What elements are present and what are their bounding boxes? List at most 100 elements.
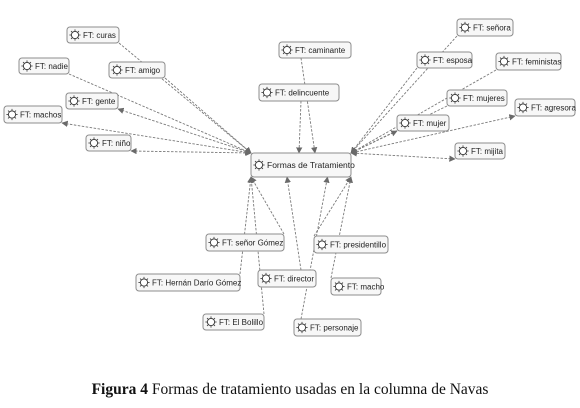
code-node-gente: FT: gente (65, 92, 119, 110)
code-node-hernan: FT: Hernán Darío Gómez (135, 273, 241, 292)
node-label: FT: curas (83, 31, 116, 40)
figure-label: Figura 4 (91, 381, 148, 398)
code-node-machos: FT: machos (3, 105, 63, 124)
node-label: FT: director (274, 275, 314, 284)
node-box (85, 134, 132, 152)
code-node-agresora: FT: agresora (514, 98, 576, 117)
edge-gente (117, 107, 252, 155)
code-icon (281, 44, 293, 56)
code-node-senora: FT: señora (456, 18, 514, 37)
node-box (454, 142, 506, 160)
node-label: FT: Hernán Darío Gómez (152, 279, 241, 288)
node-box (514, 98, 576, 117)
code-icon (333, 280, 345, 293)
node-label: FT: mujer (413, 119, 447, 128)
node-box (313, 235, 389, 254)
code-node-bolillo: FT: El Bolillo (202, 313, 265, 331)
node-label: Formas de Tratamiento (267, 160, 355, 170)
code-node-feministas: FT: feministas (495, 52, 562, 71)
code-icon (457, 145, 469, 157)
node-box (456, 18, 514, 37)
code-icon (69, 29, 81, 41)
edge-mujer (350, 130, 398, 154)
node-box (3, 105, 63, 124)
node-box (330, 277, 382, 296)
node-label: FT: agresora (531, 104, 576, 113)
edge-nino (130, 147, 252, 157)
code-icon (111, 64, 123, 76)
edge-senor_gomez (250, 176, 285, 235)
code-node-macho: FT: macho (330, 277, 385, 296)
node-label: FT: presidentillo (330, 241, 387, 250)
edge-caminante (300, 57, 318, 154)
node-box (278, 41, 352, 59)
code-icon (138, 276, 150, 289)
code-node-presidentillo: FT: presidentillo (313, 235, 389, 254)
node-label: FT: esposa (433, 56, 473, 65)
figure-caption: Figura 4 Formas de tratamiento usadas en… (0, 381, 580, 399)
code-icon (399, 117, 411, 129)
center-node: Formas de Tratamiento (250, 152, 355, 178)
node-label: FT: feministas (512, 58, 561, 67)
code-node-nadie: FT: nadie (18, 57, 70, 75)
code-icon (208, 236, 220, 249)
node-box (293, 318, 362, 337)
node-label: FT: señor Gómez (222, 239, 283, 248)
node-label: FT: niño (102, 139, 131, 148)
code-icon (88, 137, 100, 149)
code-icon (260, 272, 272, 285)
node-box (18, 57, 70, 75)
node-label: FT: nadie (35, 62, 68, 71)
code-icon (68, 95, 80, 107)
code-icon (449, 92, 461, 104)
edge-feministas (350, 69, 497, 154)
code-icon (205, 316, 217, 328)
edge-curas (118, 42, 252, 154)
node-label: FT: El Bolillo (219, 318, 264, 327)
code-node-personaje: FT: personaje (293, 318, 362, 337)
node-box (257, 269, 317, 288)
figure-caption-text: Formas de tratamiento usadas en la colum… (151, 381, 489, 398)
node-box (135, 273, 241, 292)
node-box (250, 152, 352, 178)
node-box (205, 233, 285, 252)
code-icon (6, 108, 18, 121)
node-label: FT: señora (473, 24, 511, 33)
node-label: FT: macho (347, 283, 385, 292)
code-node-amigo: FT: amigo (108, 61, 166, 79)
code-icon (419, 54, 431, 66)
node-label: FT: caminante (295, 46, 346, 55)
code-icon (316, 238, 328, 251)
code-icon (261, 86, 273, 99)
edge-director (284, 176, 302, 271)
node-label: FT: delincuente (275, 89, 330, 98)
code-icon (21, 60, 33, 72)
node-box (396, 114, 450, 132)
node-label: FT: amigo (125, 66, 161, 75)
node-box (446, 89, 508, 107)
edge-hernan (239, 176, 254, 275)
node-box (65, 92, 119, 110)
code-icon (498, 55, 510, 68)
node-label: FT: mijita (471, 147, 504, 156)
code-node-esposa: FT: esposa (416, 51, 473, 69)
code-node-caminante: FT: caminante (278, 41, 352, 59)
code-node-nino: FT: niño (85, 134, 132, 152)
code-node-director: FT: director (257, 269, 317, 288)
code-icon (459, 21, 471, 34)
code-node-mujeres: FT: mujeres (446, 89, 508, 107)
node-label: FT: gente (82, 97, 116, 106)
code-node-mujer: FT: mujer (396, 114, 450, 132)
node-box (108, 61, 166, 79)
node-box (66, 26, 120, 44)
code-node-mijita: FT: mijita (454, 142, 506, 160)
node-box (416, 51, 473, 69)
code-node-curas: FT: curas (66, 26, 120, 44)
node-box (495, 52, 562, 71)
code-icon (517, 101, 529, 114)
edge-macho (330, 176, 353, 279)
edge-esposa (350, 67, 418, 154)
code-icon (296, 321, 308, 334)
